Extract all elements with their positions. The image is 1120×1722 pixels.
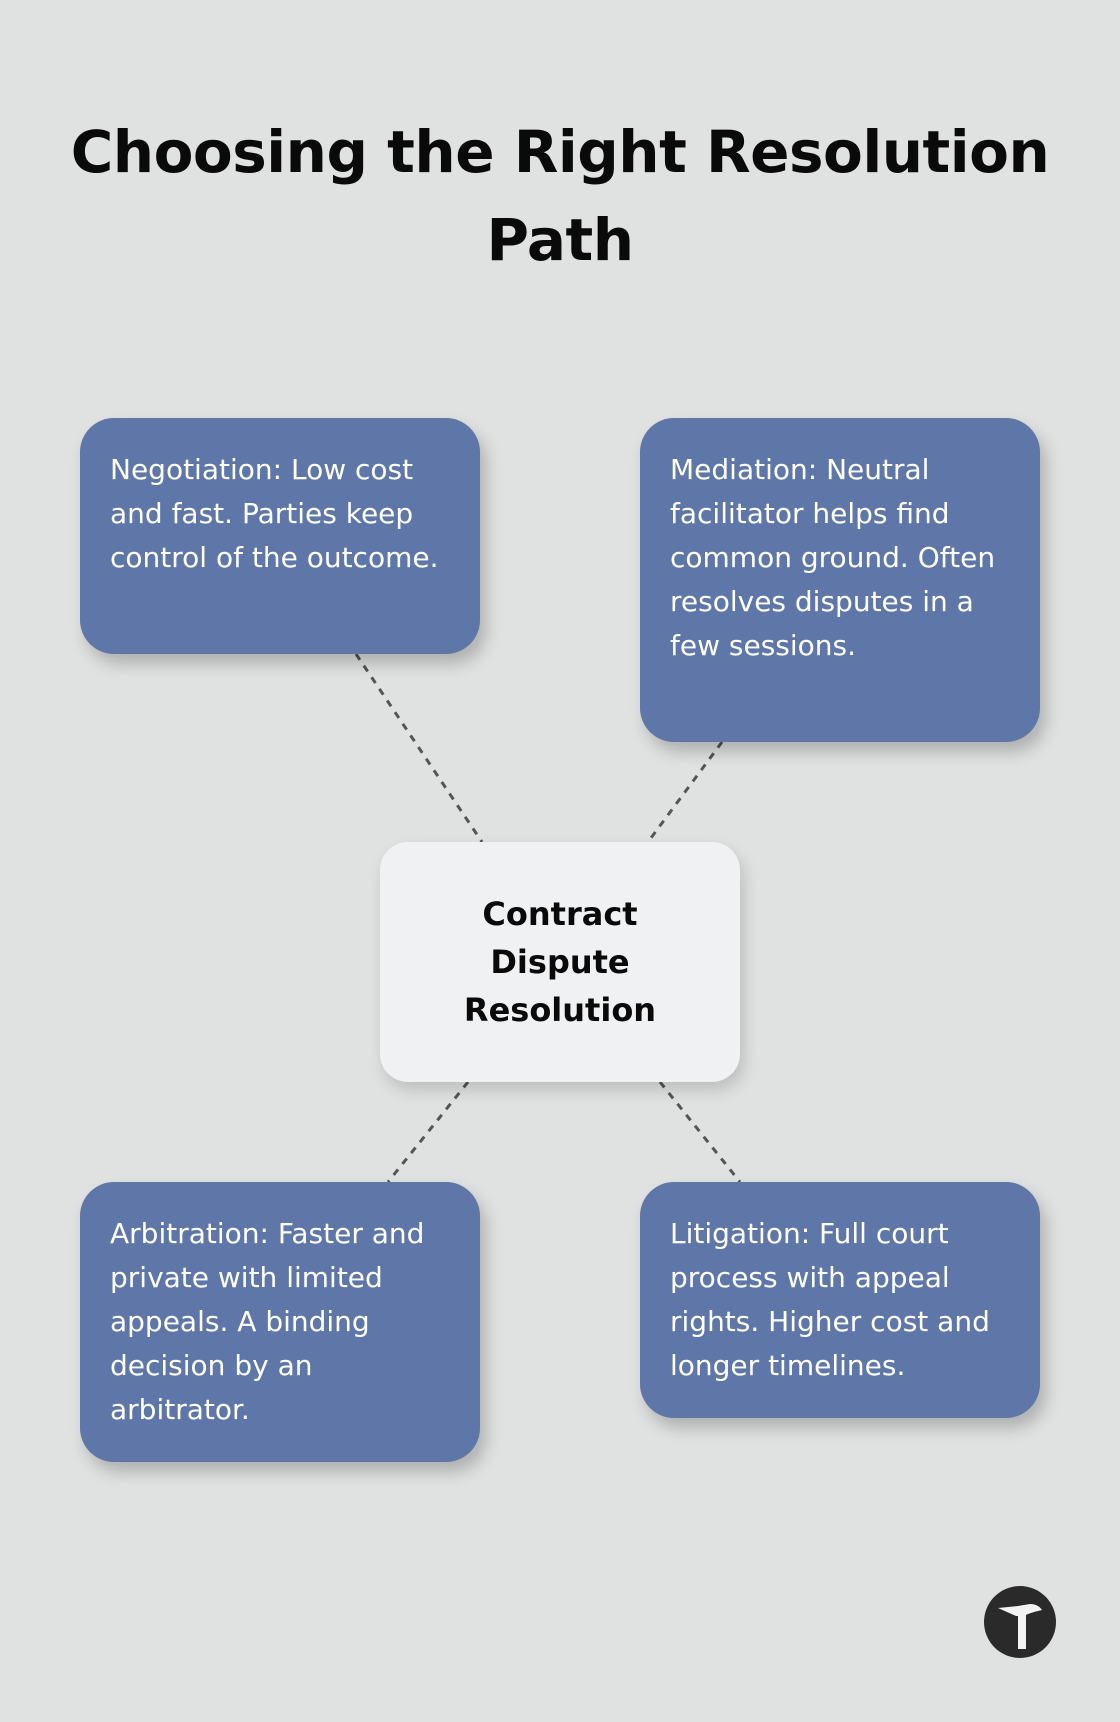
center-node-label: Contract Dispute Resolution	[463, 895, 657, 1029]
page-title: Choosing the Right Resolution Path	[70, 118, 1050, 274]
node-litigation: Litigation: Full court process with appe…	[640, 1182, 1040, 1418]
connector-arbitration	[386, 1081, 470, 1183]
node-negotiation: Negotiation: Low cost and fast. Parties …	[80, 418, 480, 654]
node-mediation: Mediation: Neutral facilitator helps fin…	[640, 418, 1040, 742]
connector-litigation	[658, 1081, 742, 1183]
hammer-icon	[984, 1586, 1056, 1658]
connector-mediation	[646, 741, 724, 843]
node-arbitration-text: Arbitration: Faster and private with lim…	[110, 1217, 425, 1426]
center-node: Contract Dispute Resolution	[380, 842, 740, 1082]
node-litigation-text: Litigation: Full court process with appe…	[670, 1217, 990, 1382]
node-arbitration: Arbitration: Faster and private with lim…	[80, 1182, 480, 1462]
node-negotiation-text: Negotiation: Low cost and fast. Parties …	[110, 453, 439, 574]
node-mediation-text: Mediation: Neutral facilitator helps fin…	[670, 453, 996, 662]
connector-negotiation	[354, 653, 484, 843]
